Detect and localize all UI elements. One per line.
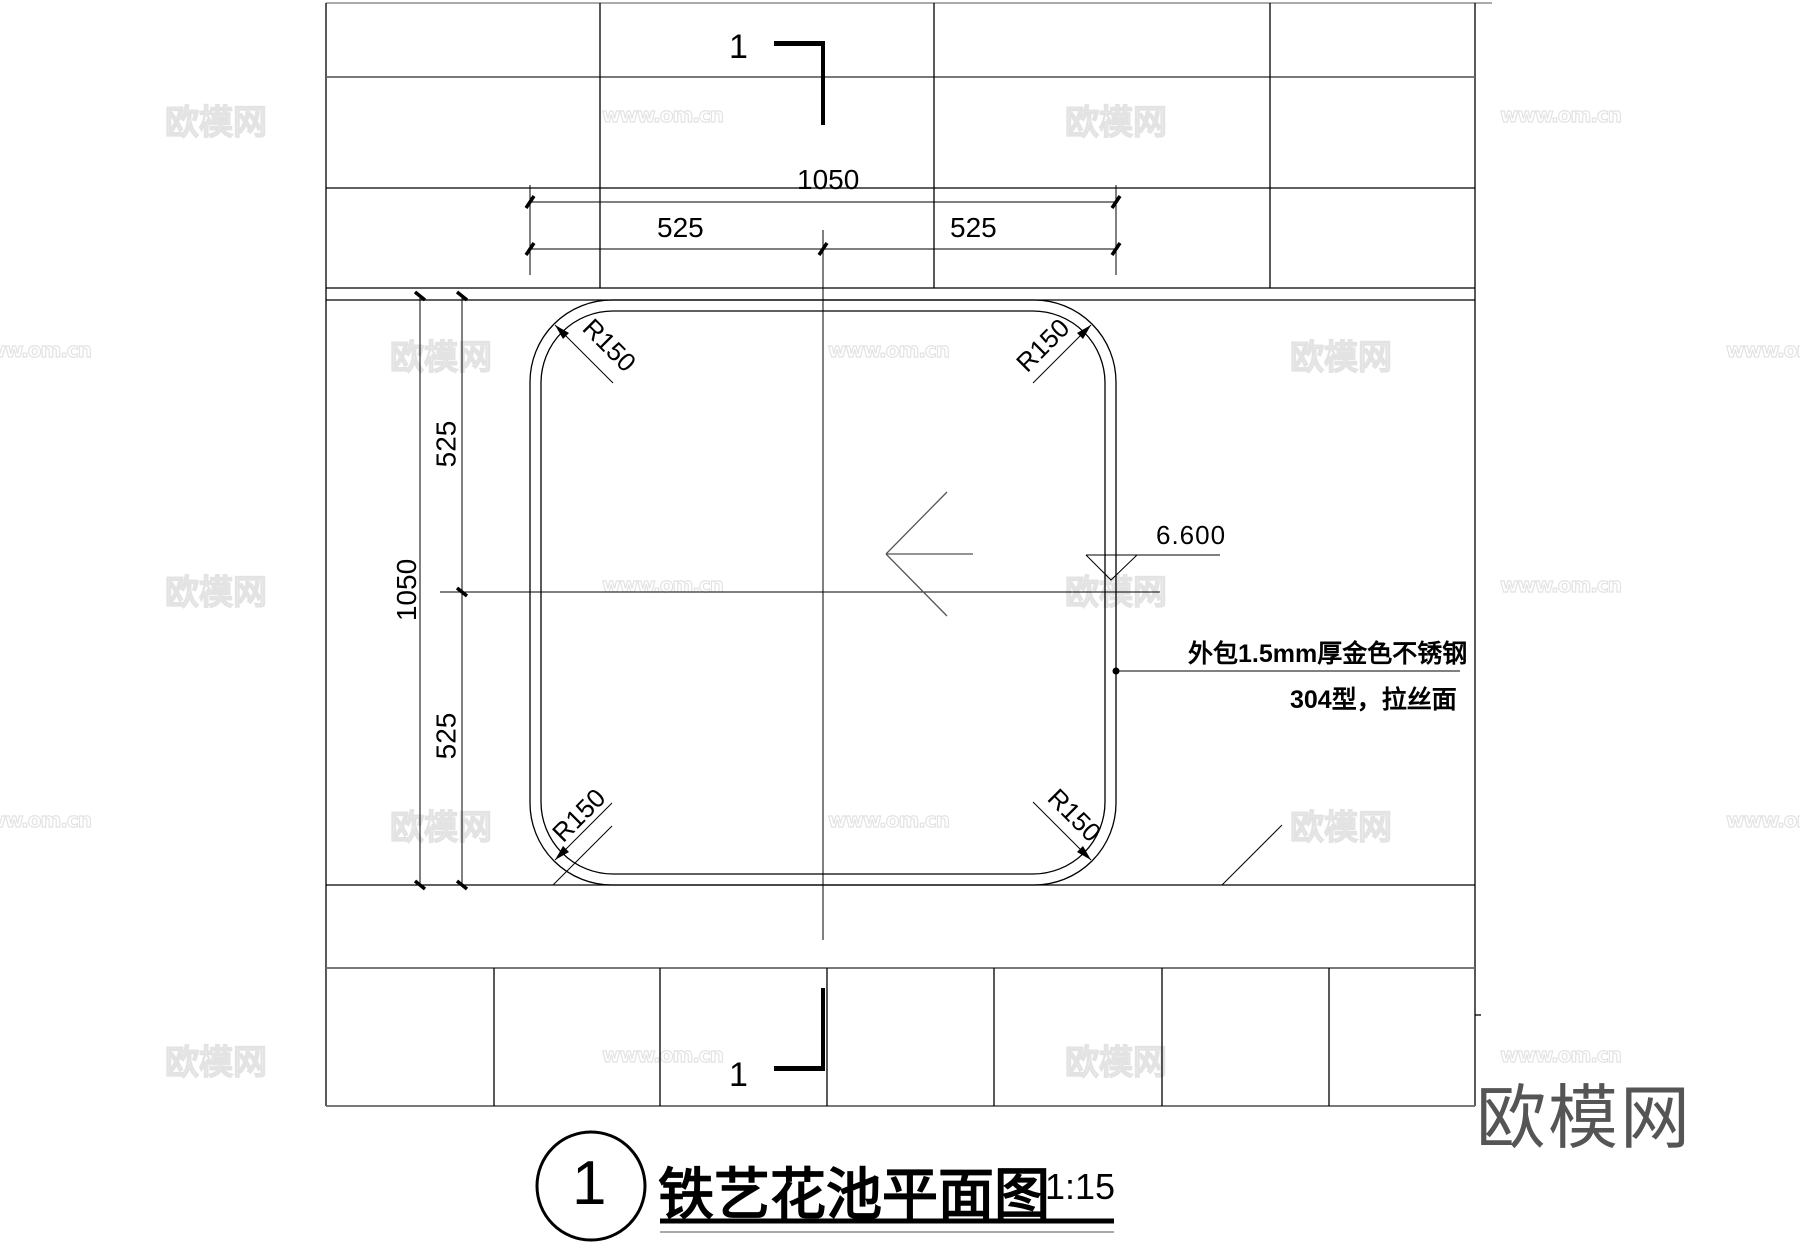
dimension-vertical-total: 1050 <box>391 558 423 622</box>
section-mark-label-bottom: 1 <box>729 1056 748 1094</box>
section-mark-label-top: 1 <box>729 28 748 66</box>
drawing-index-number: 1 <box>572 1149 607 1218</box>
dimension-horizontal-left: 525 <box>657 212 704 243</box>
elevation-label: 6.600 <box>1156 520 1227 550</box>
material-note-line2: 304型，拉丝面 <box>1290 686 1457 714</box>
material-note-line1: 外包1.5mm厚金色不锈钢 <box>1188 640 1468 668</box>
drawing-title: 铁艺花池平面图 <box>658 1163 1050 1228</box>
drawing-scale: 1:15 <box>1045 1166 1116 1207</box>
brand-logo: 欧模网 <box>1476 1077 1692 1159</box>
dimension-horizontal-total: 1050 <box>797 164 860 195</box>
dimension-horizontal-right: 525 <box>950 212 997 243</box>
dimension-vertical-top: 525 <box>430 420 462 468</box>
dimension-vertical-bottom: 525 <box>430 712 462 760</box>
